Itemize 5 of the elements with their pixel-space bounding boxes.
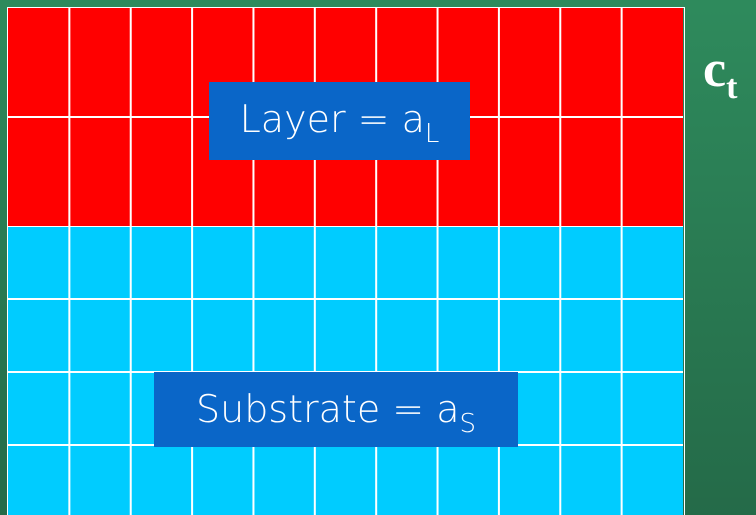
substrate-band <box>8 226 683 515</box>
layer-label: Layer = a$_{L}$ <box>209 82 470 160</box>
substrate-label: Substrate = a$_{S}$ <box>154 372 518 447</box>
layer-band <box>8 8 683 226</box>
lattice-constant-label: c$_{t}$ <box>703 40 738 107</box>
